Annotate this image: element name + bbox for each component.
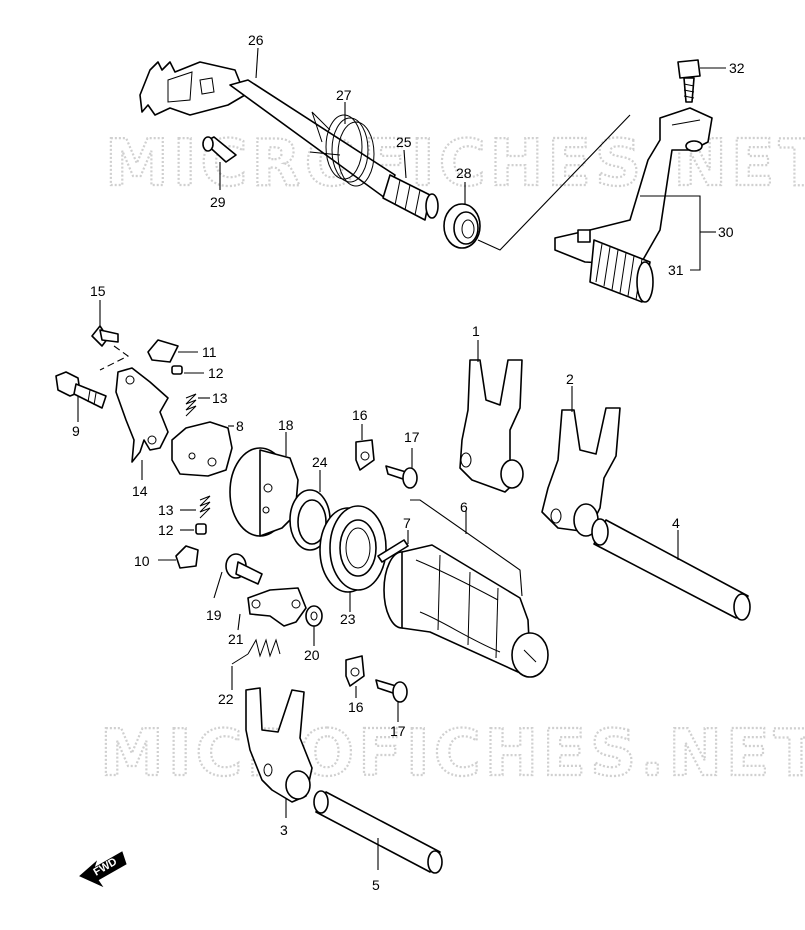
forward-direction-arrow-icon: FWD <box>79 851 127 888</box>
callout-12-top: 12 <box>208 365 224 381</box>
callout-6: 6 <box>460 499 468 515</box>
pawl-part-10 <box>158 545 199 569</box>
callout-7: 7 <box>403 515 411 531</box>
callout-20: 20 <box>304 647 320 663</box>
callout-19: 19 <box>206 607 222 623</box>
oil-seal-part-28 <box>443 182 481 249</box>
pin-part-12-bottom <box>180 523 207 535</box>
gearshift-fork-part-2 <box>541 386 621 537</box>
return-spring-part-27 <box>309 102 375 187</box>
callout-15: 15 <box>90 283 106 299</box>
callout-2: 2 <box>566 371 574 387</box>
callout-22: 22 <box>218 691 234 707</box>
cam-stopper-plate-part-11 <box>147 339 198 363</box>
cam-stopper-arm-part-14 <box>115 367 169 480</box>
callout-29: 29 <box>210 194 226 210</box>
callout-28: 28 <box>456 165 472 181</box>
washer-part-20 <box>305 605 323 646</box>
callout-31: 31 <box>668 262 684 278</box>
callout-17-top: 17 <box>404 429 420 445</box>
callout-26: 26 <box>248 32 264 48</box>
callout-9: 9 <box>72 423 80 439</box>
callout-18: 18 <box>278 417 294 433</box>
callout-27: 27 <box>336 87 352 103</box>
callout-4: 4 <box>672 515 680 531</box>
screw-part-15 <box>91 300 130 371</box>
callout-8: 8 <box>236 418 244 434</box>
pin-part-29 <box>202 136 237 190</box>
pin-part-12-top <box>171 365 204 375</box>
spring-part-13-bottom <box>180 495 211 519</box>
callout-12-bottom: 12 <box>158 522 174 538</box>
cam-stopper-part-21 <box>237 587 307 631</box>
callout-3: 3 <box>280 822 288 838</box>
spring-part-13-top <box>185 393 210 417</box>
gear-shift-cam-drum-part-6 <box>383 499 549 678</box>
callout-10: 10 <box>134 553 150 569</box>
washer-part-16-bottom <box>345 655 365 698</box>
fork-shaft-part-5 <box>313 790 443 874</box>
callout-25: 25 <box>396 134 412 150</box>
callout-21: 21 <box>228 631 244 647</box>
fork-shaft-part-4 <box>591 518 751 621</box>
bearing-part-23 <box>319 505 387 612</box>
callout-5: 5 <box>372 877 380 893</box>
gearshift-shaft-part-26 <box>139 47 439 221</box>
callout-14: 14 <box>132 483 148 499</box>
callout-17-bottom: 17 <box>390 723 406 739</box>
callout-23: 23 <box>340 611 356 627</box>
callout-16-bottom: 16 <box>348 699 364 715</box>
callout-1: 1 <box>472 323 480 339</box>
callout-13-bottom: 13 <box>158 502 174 518</box>
gearshift-fork-part-3 <box>245 687 313 818</box>
callout-11: 11 <box>202 344 217 360</box>
washer-part-16-top <box>355 424 375 471</box>
pin-part-7 <box>377 530 409 563</box>
watermark-bottom: MICROFICHES.NET <box>100 717 805 791</box>
callout-13-top: 13 <box>212 390 228 406</box>
callout-16-top: 16 <box>352 407 368 423</box>
callout-32: 32 <box>729 60 745 76</box>
cam-driven-gear-part-8 <box>171 421 234 477</box>
bolt-part-19 <box>213 553 263 599</box>
screw-part-17-top <box>385 448 418 489</box>
callout-24: 24 <box>312 454 328 470</box>
bolt-part-9 <box>55 371 107 422</box>
bolt-part-32 <box>677 59 726 103</box>
screw-part-17-bottom <box>375 679 408 722</box>
gearshift-fork-part-1 <box>459 340 524 493</box>
spring-part-22 <box>231 638 281 690</box>
gear-shift-cam-plate-part-18 <box>229 432 299 537</box>
callout-30: 30 <box>718 224 734 240</box>
shift-pedal-rubber-part-31 <box>577 229 654 303</box>
